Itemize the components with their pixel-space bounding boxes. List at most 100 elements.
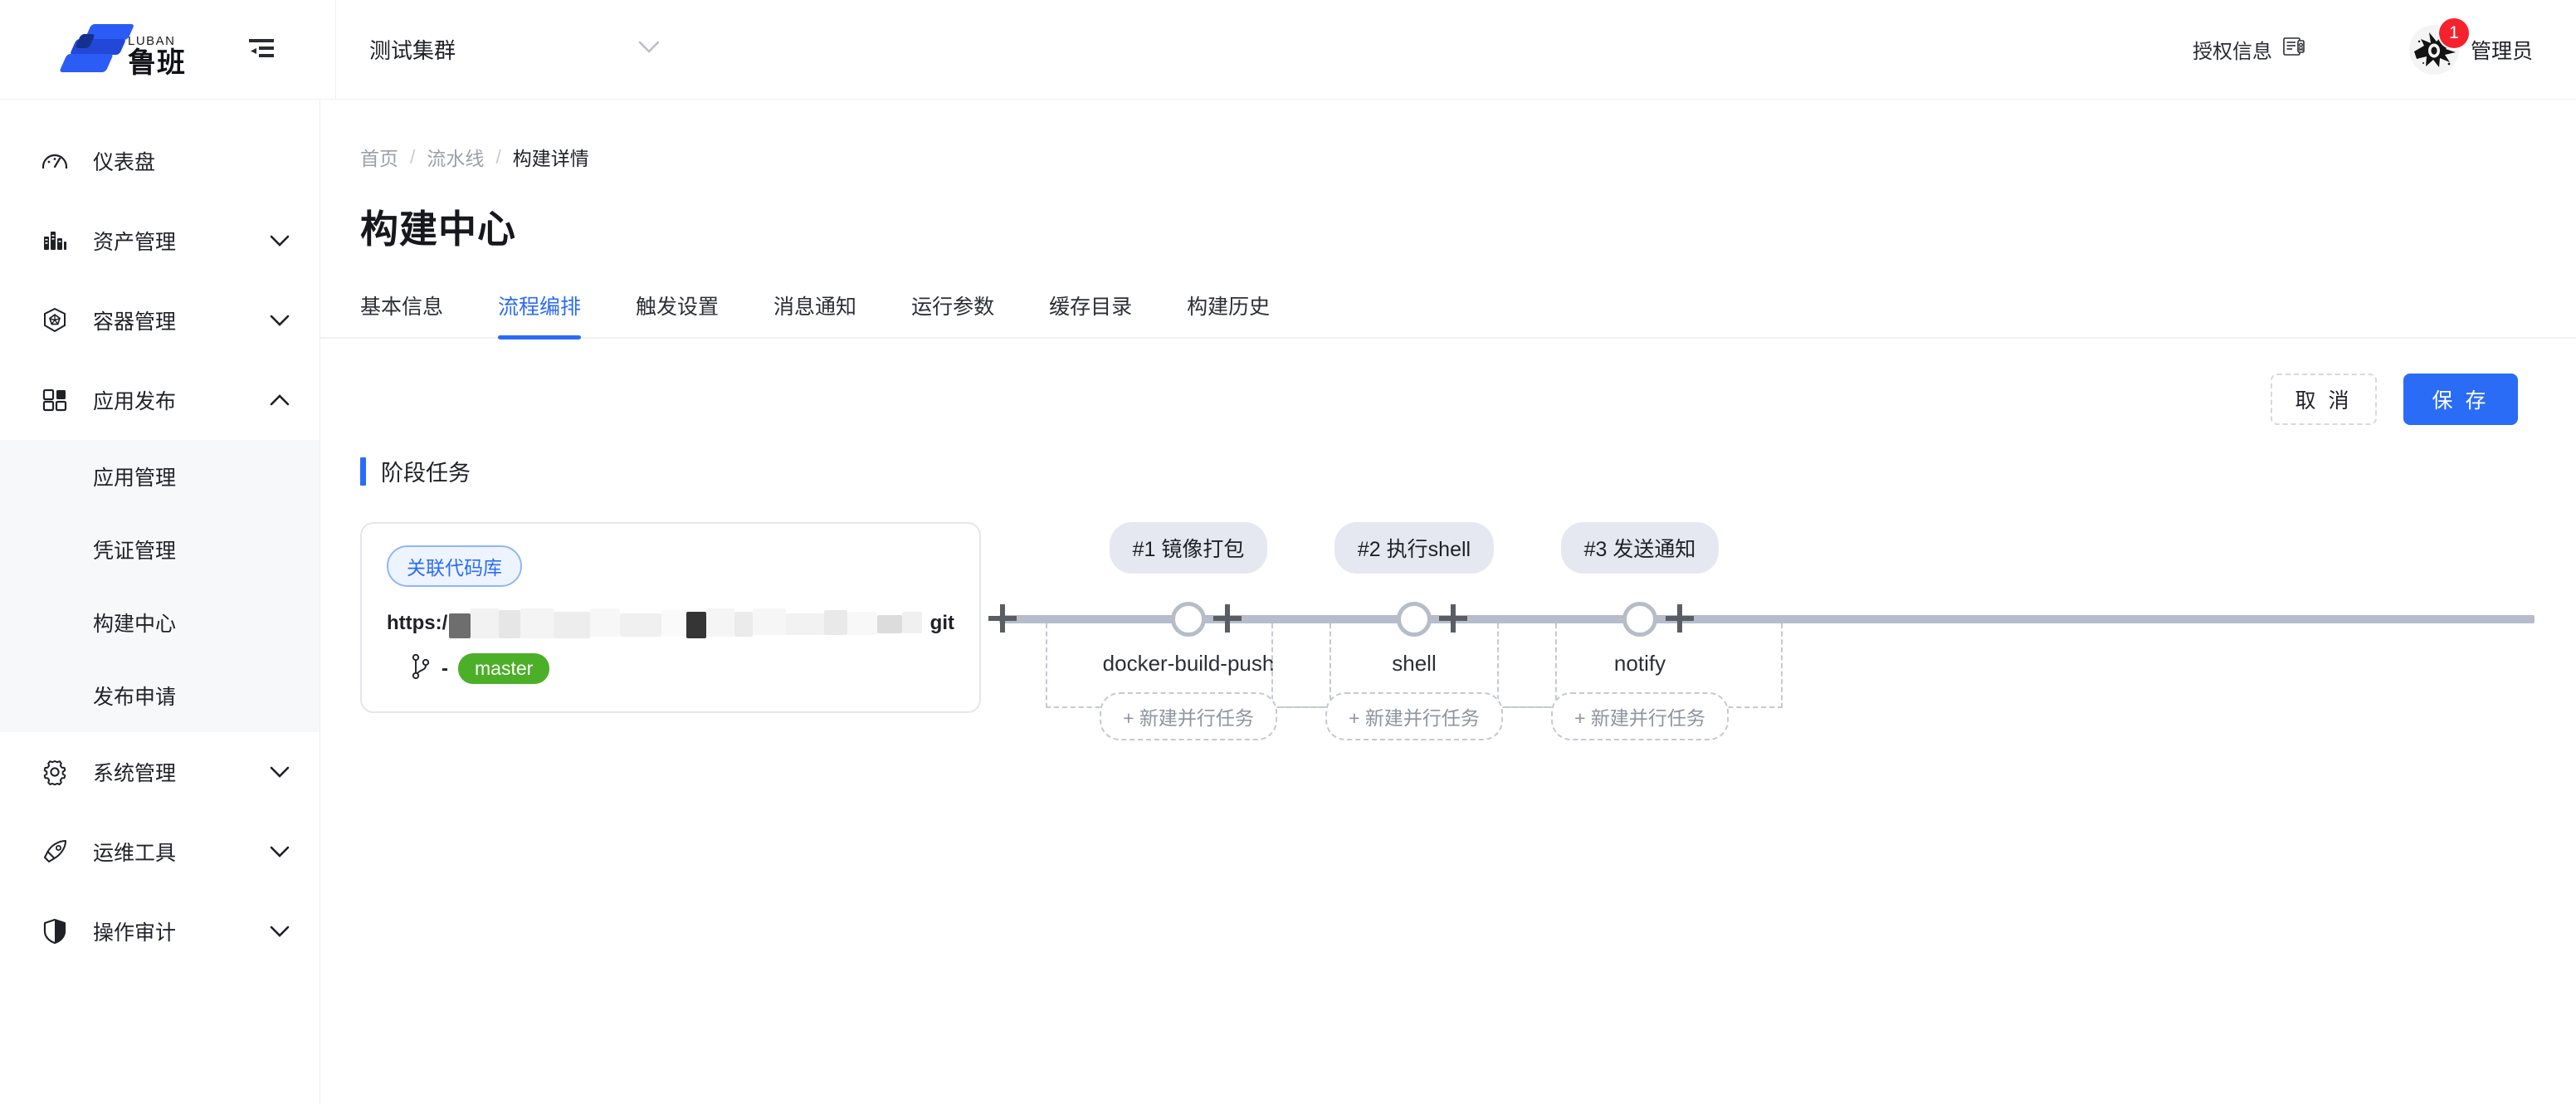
chevron-down-icon <box>270 315 290 327</box>
menu-fold-icon[interactable] <box>242 31 281 69</box>
sidebar-item-dashboard[interactable]: 仪表盘 <box>0 121 320 201</box>
license-label: 授权信息 <box>2192 41 2272 63</box>
add-parallel-task-button[interactable]: + 新建并行任务 <box>1325 692 1503 740</box>
sidebar-submenu-app-release: 应用管理 凭证管理 构建中心 发布申请 <box>0 440 320 732</box>
pipeline-timeline <box>999 615 2535 623</box>
stage-node[interactable] <box>1171 602 1206 637</box>
shield-icon <box>38 915 71 948</box>
tab-notifications[interactable]: 消息通知 <box>773 296 857 319</box>
cluster-name: 测试集群 <box>369 38 456 63</box>
stage-task-name[interactable]: shell <box>1392 651 1437 676</box>
repo-url-prefix: https:/ <box>387 612 448 634</box>
sidebar-subitem-label: 构建中心 <box>93 613 177 636</box>
user-menu[interactable]: 1 管理员 <box>2408 17 2533 75</box>
sidebar-item-asset-management[interactable]: 资产管理 <box>0 201 320 281</box>
add-stage-before-1-icon[interactable] <box>988 604 1017 633</box>
sidebar-item-operation-audit[interactable]: 操作审计 <box>0 892 320 971</box>
repo-url: https:/ <box>387 607 954 640</box>
breadcrumb-item-pipeline[interactable]: 流水线 <box>427 148 485 169</box>
pipeline-stage-2: #2 执行shell shell + 新建并行任务 <box>1242 522 1586 740</box>
repo-url-redacted <box>449 608 928 638</box>
dashboard-icon <box>38 144 71 178</box>
section-header-stage-tasks: 阶段任务 <box>320 425 2576 487</box>
topbar-divider <box>335 0 336 100</box>
sidebar-item-app-management[interactable]: 应用管理 <box>0 440 320 513</box>
stage-badge[interactable]: #3 发送通知 <box>1560 522 1720 574</box>
chevron-down-icon <box>270 235 290 247</box>
chevron-down-icon <box>270 926 290 938</box>
action-bar: 取 消 保 存 <box>320 339 2576 425</box>
sidebar-item-release-request[interactable]: 发布申请 <box>0 659 320 732</box>
breadcrumb-separator: / <box>410 145 416 168</box>
sidebar-item-label: 容器管理 <box>93 310 177 334</box>
add-parallel-task-button[interactable]: + 新建并行任务 <box>1551 692 1729 740</box>
cancel-button[interactable]: 取 消 <box>2271 374 2377 425</box>
stage-node[interactable] <box>1622 602 1657 637</box>
section-accent-bar <box>360 457 366 486</box>
kubernetes-icon <box>38 304 71 337</box>
chevron-down-icon <box>270 766 290 779</box>
logo-text-en: LUBAN <box>128 33 176 48</box>
pipeline-stage-1: #1 镜像打包 docker-build-push + 新建并行任务 <box>1017 522 1360 740</box>
sidebar-item-label: 系统管理 <box>93 762 177 785</box>
sidebar-item-label: 仪表盘 <box>93 151 156 174</box>
section-title: 阶段任务 <box>381 461 471 486</box>
cluster-selector[interactable]: 测试集群 <box>369 34 676 65</box>
pipeline-stage-3: #3 发送通知 notify + 新建并行任务 <box>1468 522 1812 740</box>
tab-bar: 基本信息 流程编排 触发设置 消息通知 运行参数 缓存目录 构建历史 <box>320 254 2576 340</box>
stage-badge[interactable]: #1 镜像打包 <box>1109 522 1268 574</box>
source-repo-card[interactable]: 关联代码库 https:/ <box>360 522 981 713</box>
save-button[interactable]: 保 存 <box>2403 374 2518 425</box>
tab-flow-orchestration[interactable]: 流程编排 <box>498 291 582 340</box>
sidebar-item-label: 应用发布 <box>93 390 177 413</box>
chevron-down-icon <box>270 846 290 858</box>
repo-branch: - master <box>387 653 954 684</box>
tab-basic-info[interactable]: 基本信息 <box>360 296 444 319</box>
breadcrumb-item-current: 构建详情 <box>512 148 589 169</box>
add-stage-after-2-icon[interactable] <box>1439 604 1467 633</box>
sidebar-item-credential-management[interactable]: 凭证管理 <box>0 513 320 586</box>
sidebar-item-app-release[interactable]: 应用发布 <box>0 360 320 440</box>
sidebar-subitem-label: 凭证管理 <box>93 540 177 563</box>
add-stage-after-3-icon[interactable] <box>1666 604 1694 633</box>
add-parallel-task-button[interactable]: + 新建并行任务 <box>1100 692 1277 740</box>
sidebar-subitem-label: 应用管理 <box>93 467 177 490</box>
repo-url-suffix: git <box>929 612 954 634</box>
sidebar-item-label: 操作审计 <box>93 921 177 945</box>
license-info-button[interactable]: 授权信息 <box>2193 35 2305 64</box>
server-rack-icon <box>38 224 71 257</box>
sidebar-item-ops-tools[interactable]: 运维工具 <box>0 812 320 892</box>
logo-text-cn: 鲁班 <box>128 46 186 79</box>
rocket-icon <box>38 835 71 868</box>
avatar <box>2408 24 2459 75</box>
add-stage-after-1-icon[interactable] <box>1213 604 1242 633</box>
certificate-icon <box>2282 35 2305 64</box>
tab-trigger-settings[interactable]: 触发设置 <box>636 296 720 319</box>
sidebar-item-label: 资产管理 <box>93 231 177 254</box>
sidebar: 仪表盘 资产管理 <box>0 100 320 1104</box>
stage-badge[interactable]: #2 执行shell <box>1334 522 1495 574</box>
branch-dash: - <box>442 657 448 680</box>
tab-build-history[interactable]: 构建历史 <box>1187 296 1271 319</box>
gear-icon <box>38 755 71 789</box>
stage-node[interactable] <box>1397 602 1432 637</box>
notification-badge[interactable]: 1 <box>2438 17 2469 48</box>
branch-name-pill[interactable]: master <box>458 653 550 684</box>
stage-task-name[interactable]: notify <box>1613 651 1666 676</box>
tab-run-parameters[interactable]: 运行参数 <box>911 296 995 319</box>
chevron-up-icon <box>270 393 290 407</box>
user-name: 管理员 <box>2470 39 2533 63</box>
sidebar-item-build-center[interactable]: 构建中心 <box>0 586 320 659</box>
breadcrumb-item-home[interactable]: 首页 <box>360 148 398 169</box>
breadcrumb: 首页 / 流水线 / 构建详情 <box>320 100 2576 171</box>
brand-logo[interactable]: LUBAN 鲁班 <box>0 0 249 100</box>
pipeline-canvas: 关联代码库 https:/ <box>360 522 2535 804</box>
breadcrumb-separator: / <box>495 145 501 168</box>
sidebar-item-system-management[interactable]: 系统管理 <box>0 732 320 812</box>
repo-badge: 关联代码库 <box>387 545 522 587</box>
page-title: 构建中心 <box>360 208 516 251</box>
tab-cache-directory[interactable]: 缓存目录 <box>1049 296 1133 319</box>
top-bar: LUBAN 鲁班 测试集群 授权信息 <box>0 0 2576 100</box>
stage-task-name[interactable]: docker-build-push <box>1102 651 1275 676</box>
sidebar-item-container-management[interactable]: 容器管理 <box>0 281 320 360</box>
